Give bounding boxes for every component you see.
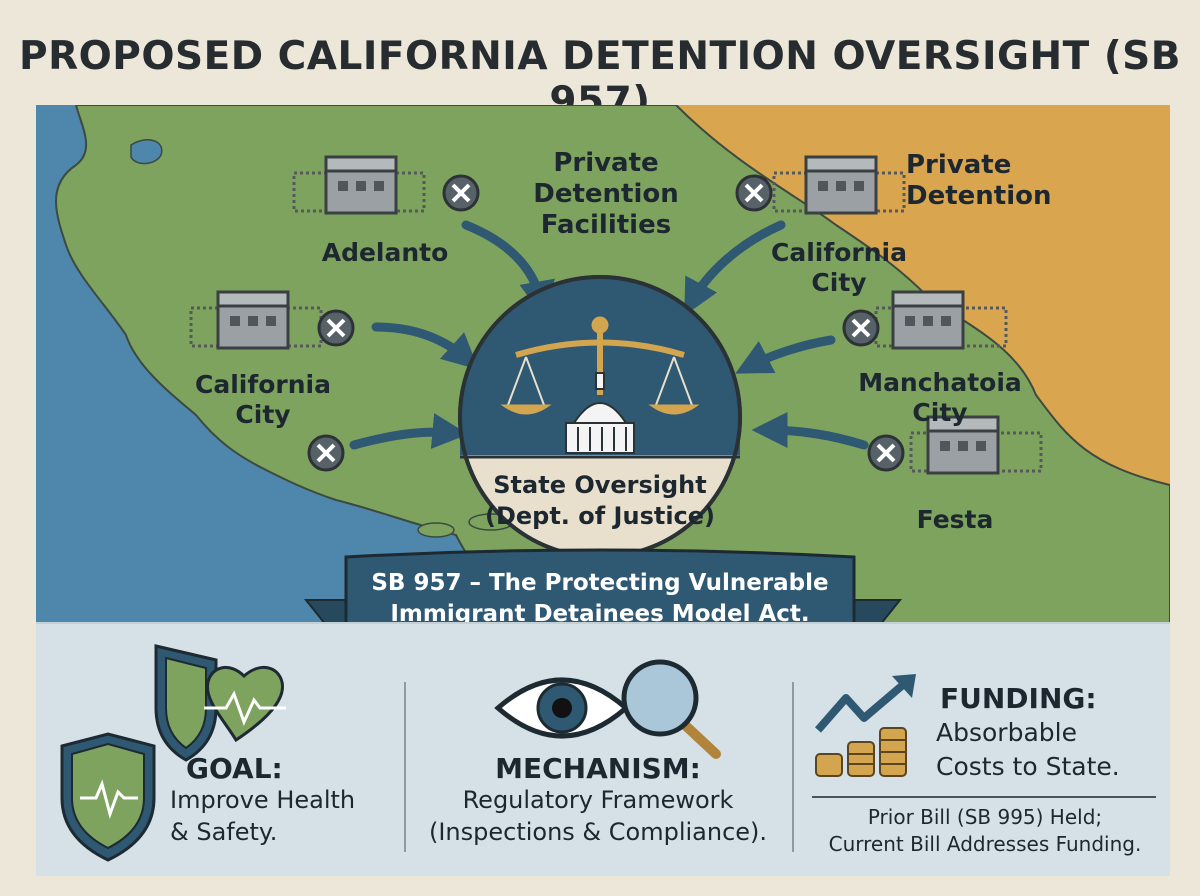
state-oversight-label: State Oversight (Dept. of Justice) — [462, 470, 738, 532]
funding-note-divider — [812, 796, 1156, 798]
eye-icon — [494, 677, 630, 739]
goal-line2: & Safety. — [170, 818, 278, 847]
shield-heartbeat-icon — [60, 732, 156, 862]
arrow — [349, 413, 469, 450]
goal-line1: Improve Health — [170, 786, 356, 814]
bay — [130, 139, 163, 165]
shield-icon — [154, 644, 218, 762]
mechanism-heading: MECHANISM: — [495, 752, 701, 785]
island — [417, 522, 455, 538]
group-label-private-detention: Private Detention — [906, 150, 1052, 212]
divider — [792, 682, 794, 852]
arrow — [735, 335, 836, 374]
funding-text: Absorbable Costs to State. — [936, 716, 1120, 784]
trend-arrow-icon — [814, 674, 916, 733]
group-label-private-detention-facilities: Private Detention Facilities — [533, 148, 679, 241]
arrow — [371, 322, 479, 370]
funding-note-line2: Current Bill Addresses Funding. — [828, 832, 1142, 856]
x-icon — [307, 434, 345, 472]
banner-text: SB 957 – The Protecting Vulnerable Immig… — [362, 568, 838, 630]
mechanism-icons — [494, 659, 721, 759]
mechanism-line1: Regulatory Framework — [462, 786, 734, 814]
facility-adelanto — [292, 155, 480, 215]
funding-line1: Absorbable — [936, 718, 1077, 747]
funding-line2: Costs to State. — [936, 751, 1120, 781]
funding-icons — [814, 674, 916, 777]
heart-icon — [204, 666, 286, 743]
goal-icons — [60, 644, 286, 862]
scales-icon — [500, 316, 700, 415]
oversight-line1: State Oversight — [493, 471, 707, 499]
facility-label-festa: Festa — [916, 505, 994, 534]
funding-heading: FUNDING: — [940, 682, 1097, 715]
facility-festa — [867, 415, 1043, 475]
facility-california-city-west — [189, 290, 355, 350]
facility-california-city-north — [735, 155, 906, 215]
goal-text: Improve Health & Safety. — [170, 784, 355, 849]
coins-icon — [815, 727, 907, 777]
banner-line1: SB 957 – The Protecting Vulnerable — [371, 570, 829, 596]
magnifying-glass-icon — [621, 659, 721, 759]
funding-note-line1: Prior Bill (SB 995) Held; — [867, 805, 1103, 829]
arrow — [751, 412, 869, 450]
facility-label-adelanto: Adelanto — [321, 238, 449, 267]
mechanism-line2: (Inspections & Compliance). — [428, 818, 768, 847]
facility-label-california-city-west: California City — [195, 370, 331, 429]
facility-label-manchatoia-city: Manchatoia City — [858, 368, 1022, 427]
oversight-line2: (Dept. of Justice) — [484, 502, 716, 531]
mechanism-text: Regulatory Framework (Inspections & Comp… — [404, 784, 792, 849]
goal-heading: GOAL: — [186, 752, 283, 785]
california-map — [36, 105, 1170, 638]
divider — [404, 682, 406, 852]
facility-manchatoia-city — [842, 290, 1008, 350]
arrow — [684, 220, 786, 316]
page-title: PROPOSED CALIFORNIA DETENTION OVERSIGHT … — [18, 34, 1181, 124]
capitol-dome-icon — [565, 372, 635, 454]
funding-note: Prior Bill (SB 995) Held; Current Bill A… — [800, 804, 1170, 858]
state-oversight-seal — [458, 275, 742, 559]
summary-panel — [36, 622, 1170, 876]
facility-label-california-city-north: California City — [771, 238, 907, 297]
